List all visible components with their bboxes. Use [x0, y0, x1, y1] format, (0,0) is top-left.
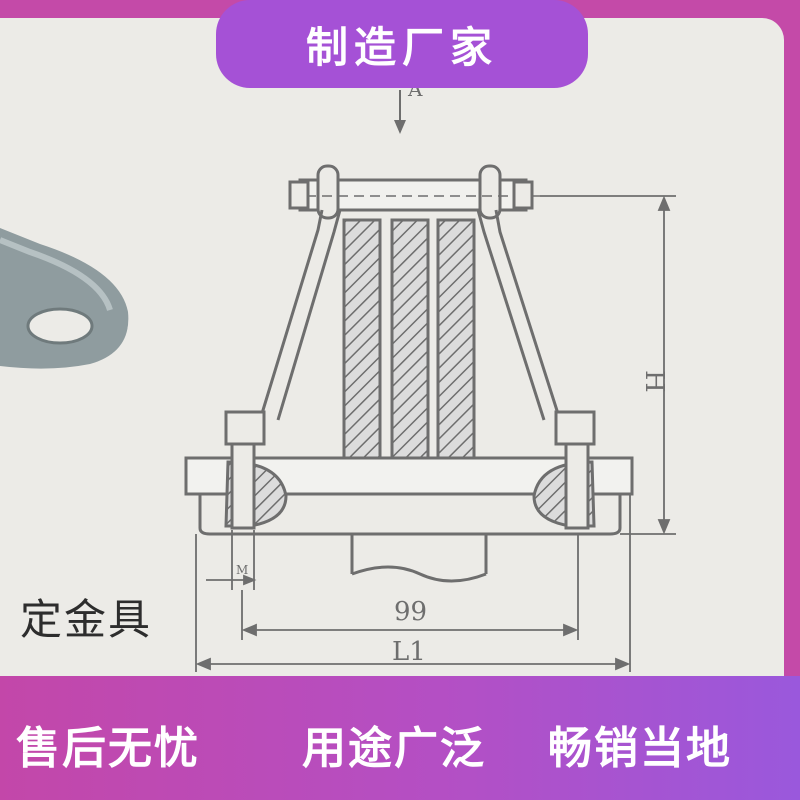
busbar-plates	[342, 218, 476, 462]
manufacturer-banner: 制造厂家	[216, 0, 588, 88]
dimension-h	[540, 195, 676, 535]
label-99: 99	[394, 597, 427, 627]
dimension-l1	[195, 494, 631, 672]
lug-photo-fragment	[0, 228, 129, 369]
footer-item-wide-use: 用途广泛	[302, 723, 486, 774]
clamp-body-legs	[258, 209, 562, 421]
label-l1: L1	[392, 637, 426, 667]
label-m: M	[236, 563, 248, 577]
caption-fragment: 定金具	[20, 595, 153, 644]
view-arrow	[394, 90, 406, 134]
footer-bar	[0, 676, 800, 800]
top-bolt-assembly	[288, 164, 542, 220]
dimension-99	[241, 534, 579, 640]
footer-item-after-sales: 售后无忧	[16, 723, 200, 774]
banner-title: 制造厂家	[305, 22, 498, 72]
footer-item-local-sales: 畅销当地	[548, 723, 732, 774]
mounting-shaft	[350, 534, 488, 583]
base-clamp	[184, 410, 634, 536]
dimension-m	[206, 530, 257, 590]
label-h: H	[639, 370, 669, 393]
